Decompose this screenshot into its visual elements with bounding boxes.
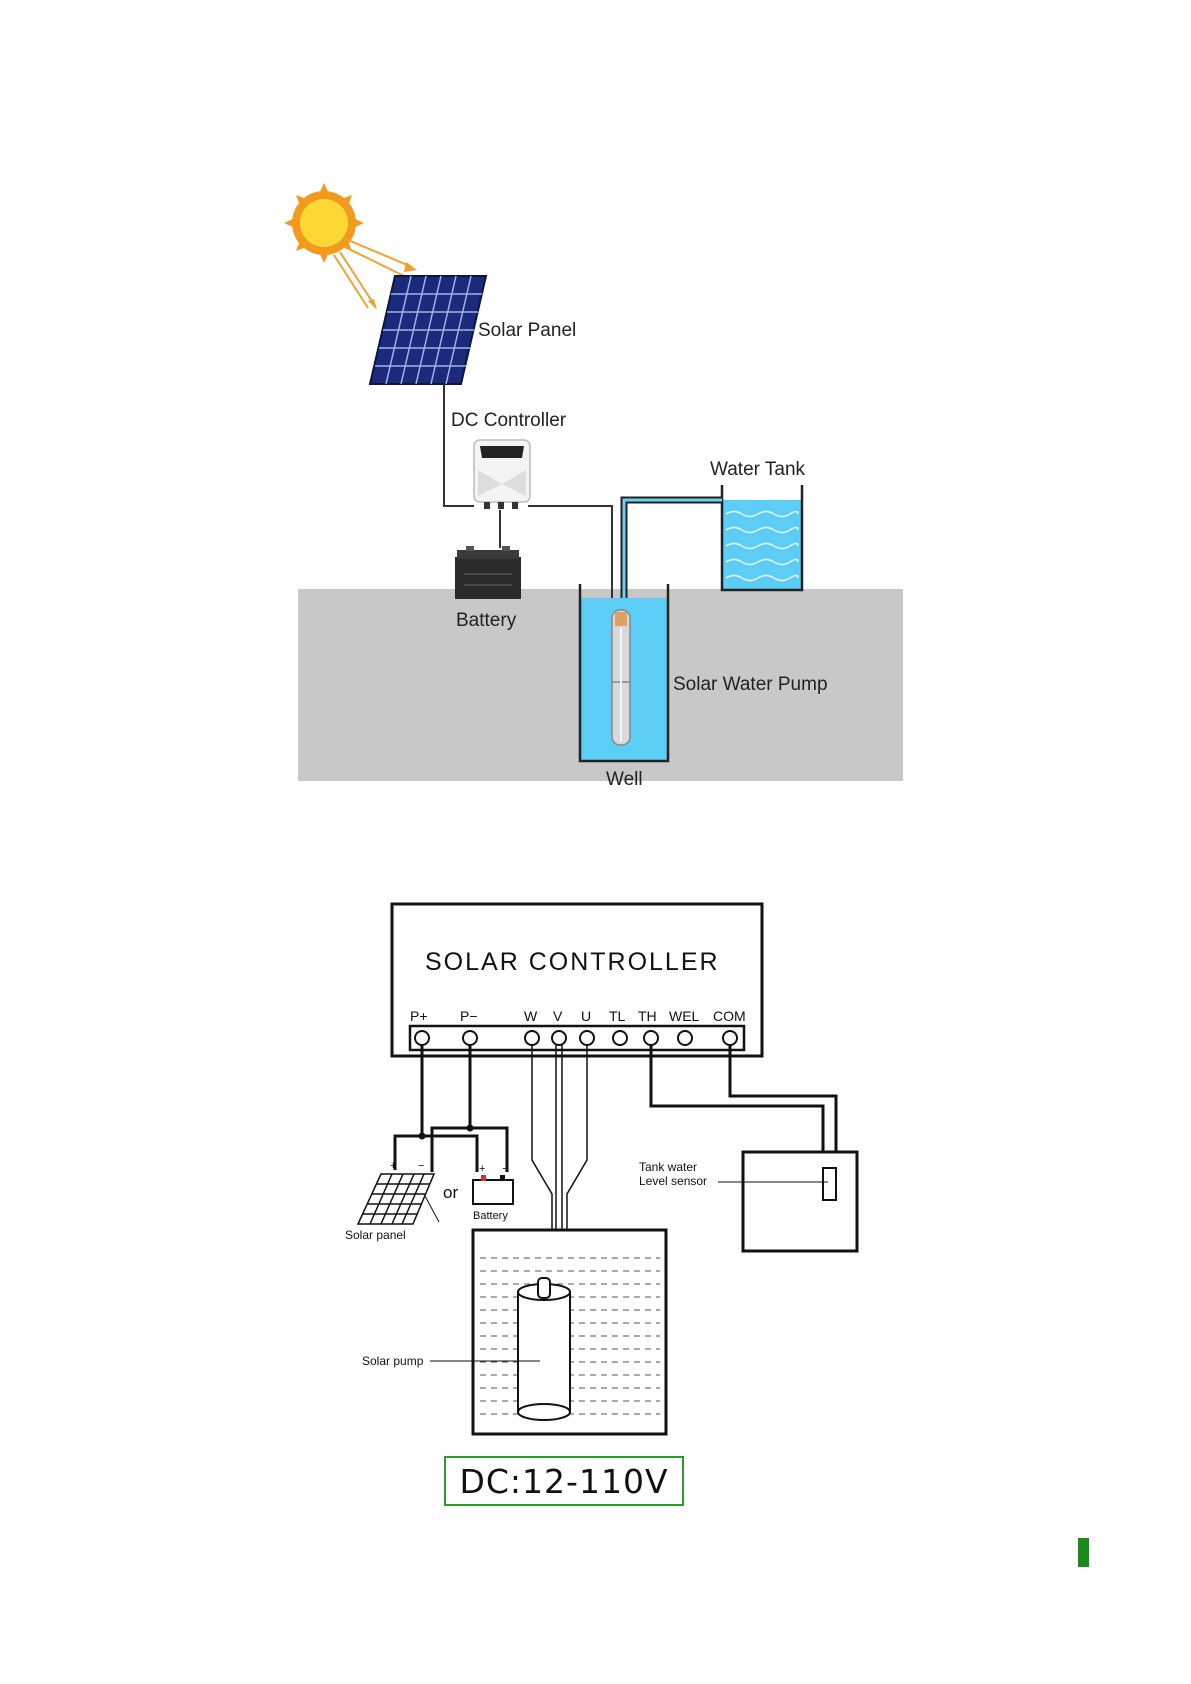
pump-icon bbox=[612, 610, 630, 745]
solar-panel-label: Solar Panel bbox=[478, 320, 576, 341]
terminal-screws bbox=[415, 1031, 737, 1045]
solar-panel-icon bbox=[370, 276, 486, 384]
battery-minus-sign: − bbox=[502, 1163, 508, 1175]
system-overview-diagram: Solar Panel DC Controller Battery Water … bbox=[0, 0, 1191, 800]
dc-controller-label: DC Controller bbox=[451, 410, 567, 431]
terminal-label-v: V bbox=[553, 1008, 563, 1024]
panel-plus-sign: + bbox=[390, 1160, 396, 1172]
terminal-label-p-plus: P+ bbox=[410, 1008, 428, 1024]
sensor-label-line1: Tank water bbox=[639, 1160, 697, 1174]
solar-panel-icon bbox=[358, 1174, 439, 1224]
terminal-labels: P+ P− W V U TL TH WEL COM bbox=[410, 1008, 746, 1024]
battery-label: Battery bbox=[473, 1210, 508, 1222]
pump-icon bbox=[518, 1278, 570, 1420]
voltage-rating: DC:12-110V bbox=[444, 1456, 684, 1506]
level-sensor-icon bbox=[823, 1168, 836, 1200]
water-tank bbox=[743, 1152, 857, 1251]
battery-plus-sign: + bbox=[479, 1163, 485, 1175]
terminal-strip bbox=[410, 1026, 744, 1050]
battery-icon bbox=[473, 1175, 513, 1204]
water-lines bbox=[480, 1258, 660, 1414]
motor-wires bbox=[532, 1045, 587, 1290]
battery-label: Battery bbox=[456, 610, 517, 631]
solar-controller-box bbox=[392, 904, 762, 1056]
well-container bbox=[473, 1230, 666, 1434]
water-tank bbox=[722, 485, 802, 590]
sensor-wires bbox=[651, 1045, 836, 1170]
sensor-label-line2: Level sensor bbox=[639, 1174, 707, 1188]
well-label: Well bbox=[606, 769, 643, 790]
terminal-label-p-minus: P− bbox=[460, 1008, 478, 1024]
solar-water-pump-label: Solar Water Pump bbox=[673, 674, 828, 695]
or-label: or bbox=[443, 1183, 458, 1202]
dc-controller-icon bbox=[474, 440, 530, 509]
power-wires bbox=[395, 1045, 507, 1172]
controller-title: SOLAR CONTROLLER bbox=[425, 948, 720, 976]
water-tank-label: Water Tank bbox=[710, 459, 806, 480]
battery-icon bbox=[455, 546, 521, 599]
terminal-label-com: COM bbox=[713, 1008, 746, 1024]
solar-pump-label: Solar pump bbox=[362, 1354, 424, 1368]
terminal-label-w: W bbox=[524, 1008, 538, 1024]
page-marker bbox=[1078, 1538, 1089, 1567]
terminal-label-wel: WEL bbox=[669, 1008, 700, 1024]
terminal-label-th: TH bbox=[638, 1008, 657, 1024]
terminal-label-tl: TL bbox=[609, 1008, 626, 1024]
solar-panel-label: Solar panel bbox=[345, 1228, 406, 1242]
panel-minus-sign: − bbox=[418, 1160, 424, 1172]
terminal-label-u: U bbox=[581, 1008, 591, 1024]
